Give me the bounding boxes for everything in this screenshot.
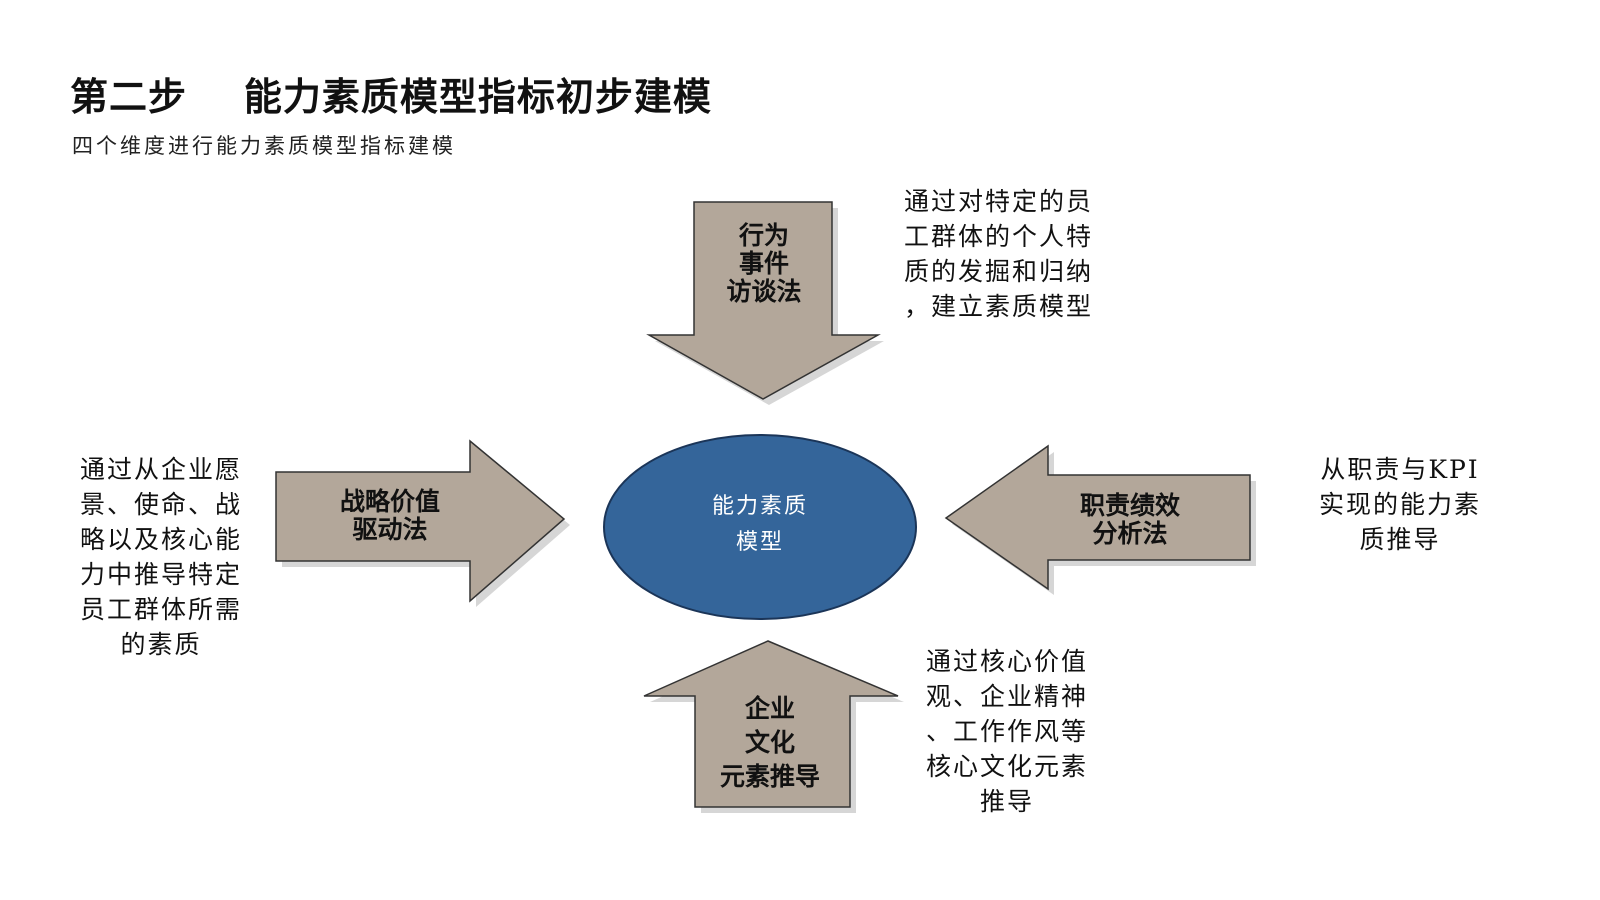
description-bottom-line: 推导 — [979, 787, 1034, 816]
description-bottom-line: 、工作作风等 — [925, 717, 1088, 746]
arrow-right — [944, 444, 1251, 591]
arrow-bottom-label-line: 企业 — [744, 694, 795, 723]
description-top-line: ，建立素质模型 — [904, 292, 1094, 321]
description-left: 通过从企业愿 景、使命、战 略以及核心能 力中推导特定 员工群体所需 的素质 — [66, 452, 256, 662]
description-bottom-line: 核心文化元素 — [925, 752, 1088, 781]
arrow-bottom-label: 企业 文化 元素推导 — [690, 692, 850, 794]
arrow-bottom-label-line: 文化 — [744, 728, 795, 757]
arrow-left — [275, 439, 566, 603]
arrow-left-label-line: 战略价值 — [339, 487, 440, 516]
description-left-line: 员工群体所需 — [79, 595, 242, 624]
arrow-right-label-line: 职责绩效 — [1079, 491, 1180, 520]
arrow-left-label-line: 驱动法 — [352, 515, 428, 544]
arrow-top-label-line: 行为 — [738, 221, 789, 250]
arrow-top-label-line: 事件 — [738, 249, 789, 278]
description-left-line: 力中推导特定 — [79, 560, 242, 589]
arrow-bottom — [643, 640, 899, 808]
arrow-left-label: 战略价值 驱动法 — [300, 488, 480, 544]
description-right-line: 质推导 — [1359, 525, 1441, 554]
description-right-line: 实现的能力素 — [1318, 490, 1481, 519]
description-right: 从职责与KPI 实现的能力素 质推导 — [1300, 452, 1500, 557]
description-left-line: 景、使命、战 — [79, 490, 242, 519]
center-ellipse — [603, 434, 917, 620]
description-left-line: 略以及核心能 — [79, 525, 242, 554]
page-subtitle: 四个维度进行能力素质模型指标建模 — [72, 134, 456, 158]
arrow-top — [646, 201, 881, 400]
center-label-line: 能力素质 — [711, 494, 808, 519]
center-label-line: 模型 — [735, 530, 784, 555]
description-left-line: 的素质 — [120, 630, 202, 659]
description-bottom-line: 通过核心价值 — [925, 647, 1088, 676]
description-top-line: 质的发掘和归纳 — [904, 257, 1094, 286]
arrow-bottom-label-line: 元素推导 — [719, 762, 820, 791]
arrow-top-label-line: 访谈法 — [726, 277, 802, 306]
description-top-line: 通过对特定的员 — [904, 187, 1094, 216]
description-bottom-line: 观、企业精神 — [925, 682, 1088, 711]
arrow-right-label: 职责绩效 分析法 — [1040, 492, 1220, 548]
description-right-line: 从职责与KPI — [1320, 455, 1480, 484]
arrow-right-label-line: 分析法 — [1092, 519, 1168, 548]
description-top: 通过对特定的员 工群体的个人特 质的发掘和归纳 ，建立素质模型 — [904, 184, 1093, 324]
page-title: 第二步 能力素质模型指标初步建模 — [70, 75, 712, 119]
center-label: 能力素质 模型 — [605, 489, 915, 561]
arrow-top-label: 行为 事件 访谈法 — [694, 222, 834, 306]
description-bottom: 通过核心价值 观、企业精神 、工作作风等 核心文化元素 推导 — [912, 644, 1102, 819]
description-top-line: 工群体的个人特 — [904, 222, 1094, 251]
description-left-line: 通过从企业愿 — [79, 455, 242, 484]
